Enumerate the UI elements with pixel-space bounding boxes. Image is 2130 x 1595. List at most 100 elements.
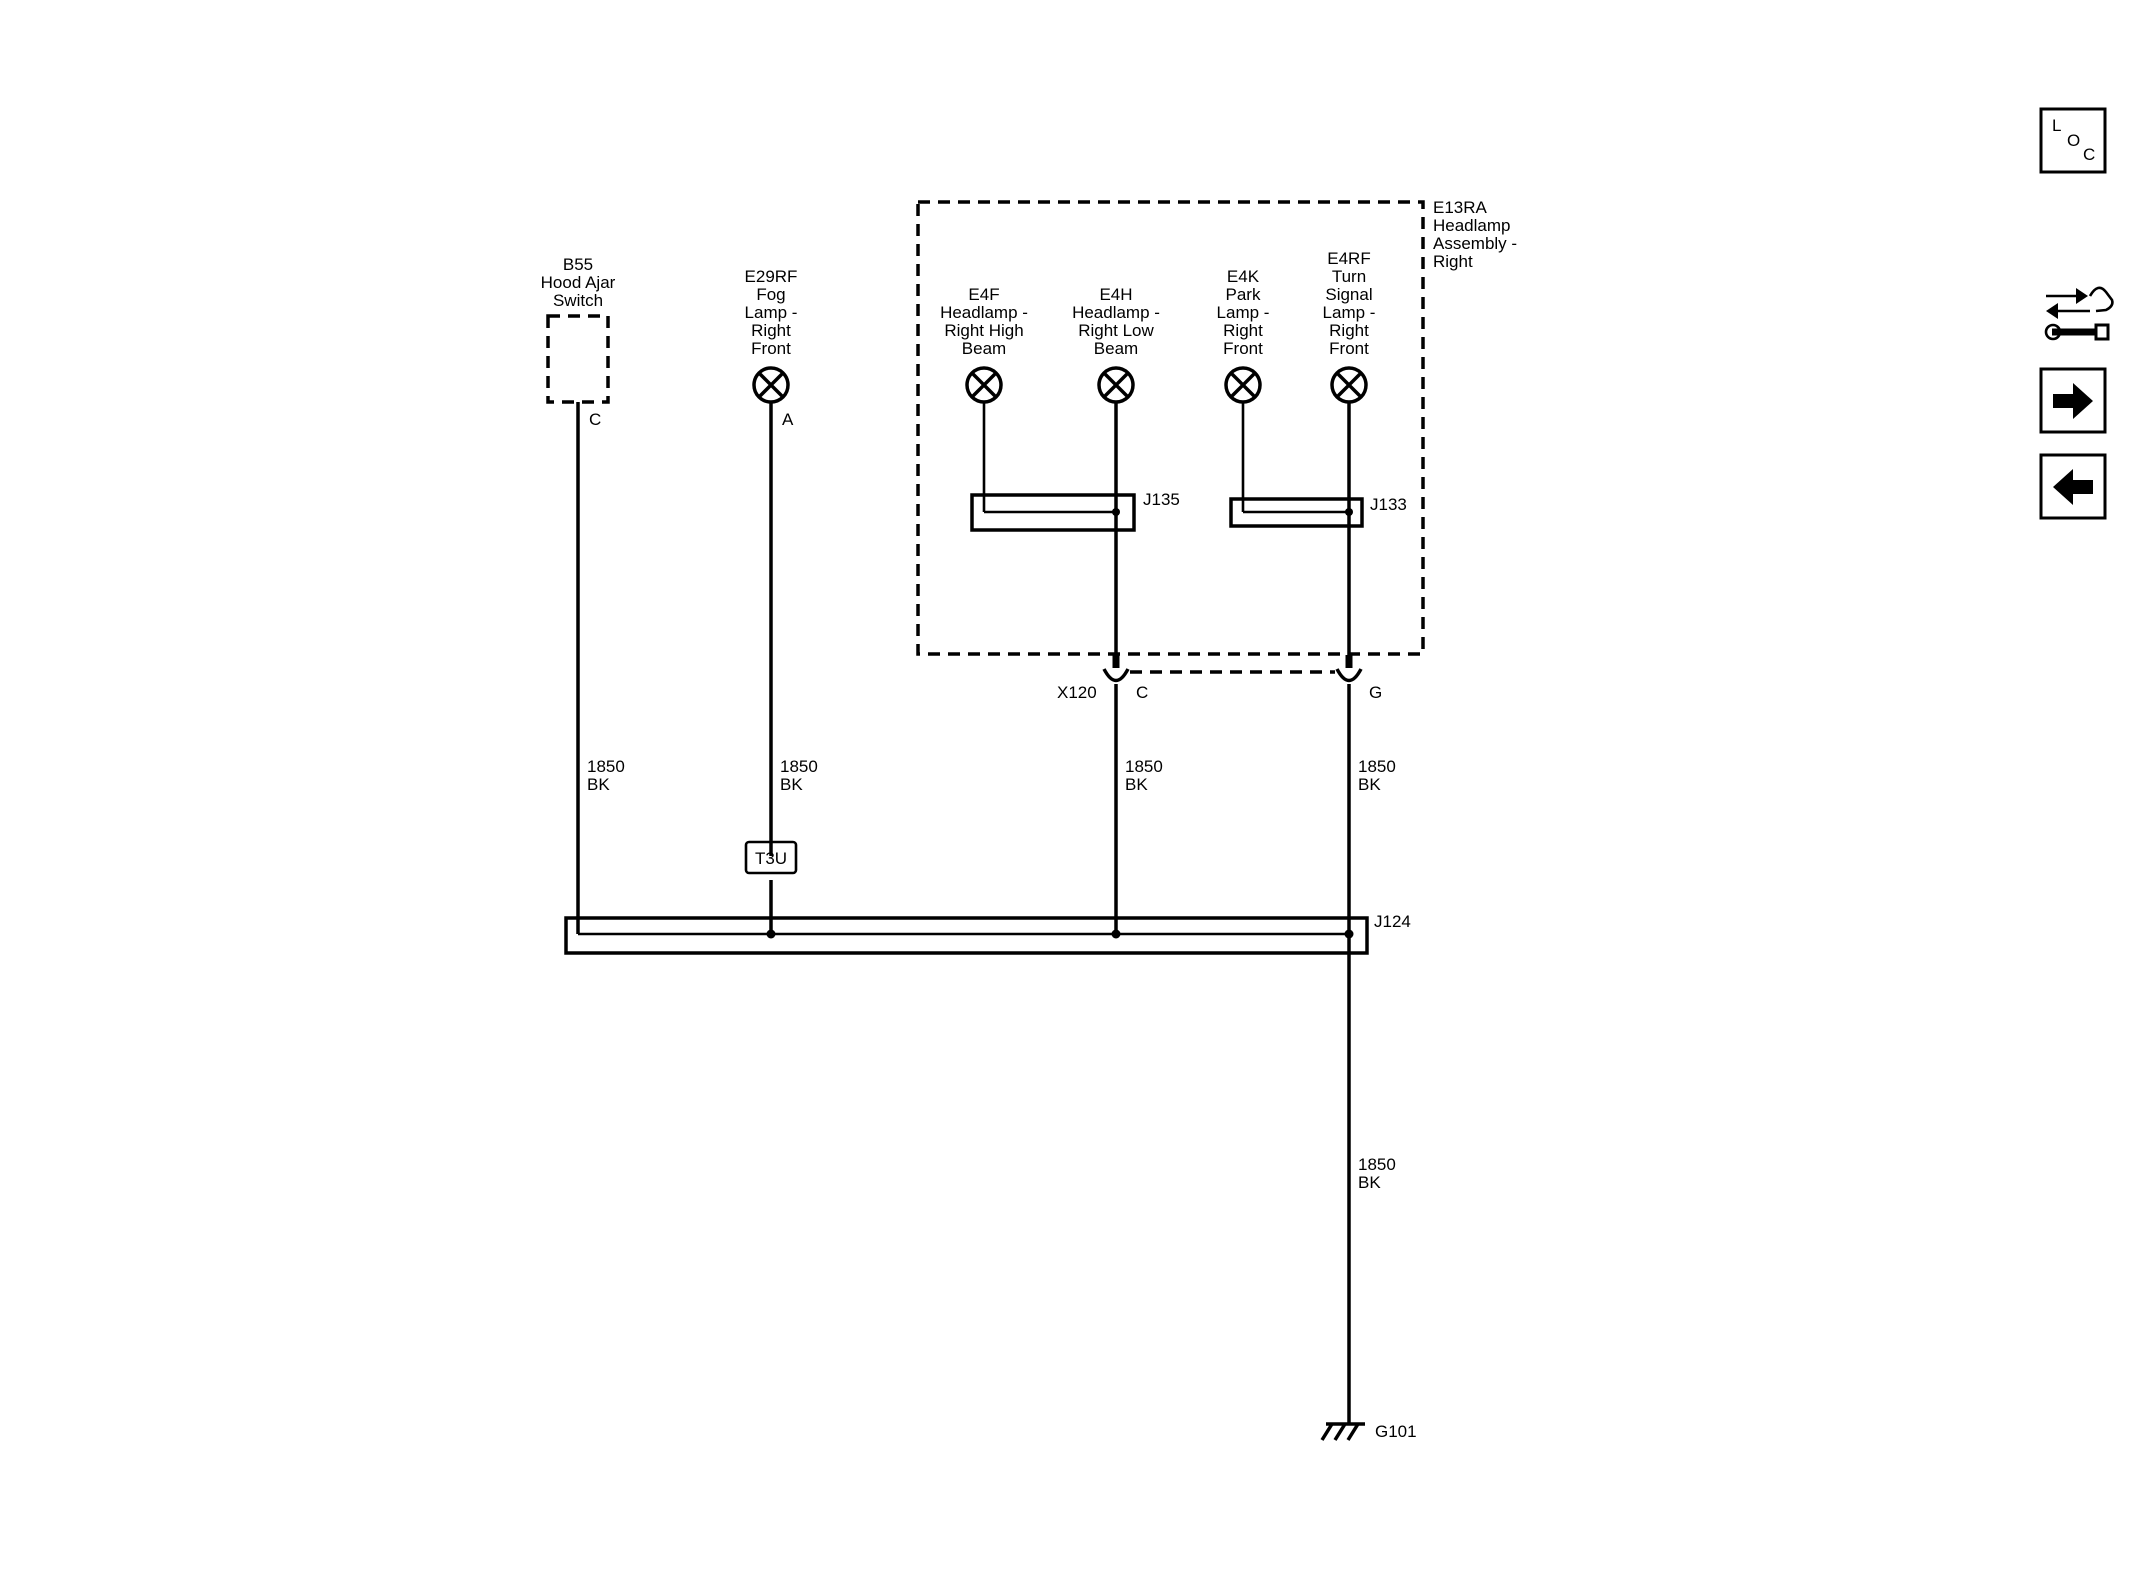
svg-text:Headlamp -: Headlamp - xyxy=(940,303,1028,322)
svg-text:Turn: Turn xyxy=(1332,267,1366,286)
e13ra-label-line: Headlamp xyxy=(1433,216,1511,235)
connector-diagnostics-button[interactable] xyxy=(2044,286,2114,341)
e4rf-label-line: Turn xyxy=(1332,267,1366,286)
svg-text:E4H: E4H xyxy=(1099,285,1132,304)
svg-text:B55: B55 xyxy=(563,255,593,274)
wire-gauge: 1850 xyxy=(1358,1155,1396,1174)
wire-gauge: 1850 xyxy=(1358,757,1396,776)
e4f-headlamp-high-beam: E4F Headlamp - Right High Beam xyxy=(940,285,1028,404)
e4k-label-line: Park xyxy=(1226,285,1261,304)
b55-label-line: Switch xyxy=(553,291,603,310)
e4f-label-line: Right High xyxy=(944,321,1023,340)
svg-text:E4RF: E4RF xyxy=(1327,249,1370,268)
svg-text:Switch: Switch xyxy=(553,291,603,310)
e29rf-label-line: Fog xyxy=(756,285,785,304)
g101-label: G101 xyxy=(1375,1422,1417,1441)
e29rf-pin-label: A xyxy=(782,410,794,429)
lamp-bulb-icon xyxy=(1224,366,1262,404)
e13ra-label-line: E13RA xyxy=(1433,198,1488,217)
loc-letter: L xyxy=(2052,116,2061,135)
loc-letter: O xyxy=(2067,131,2080,150)
e4f-label-line: Headlamp - xyxy=(940,303,1028,322)
e4k-label-line: Front xyxy=(1223,339,1263,358)
e4h-label-line: Headlamp - xyxy=(1072,303,1160,322)
wire-labels: 1850 BK 1850 BK 1850 BK 1850 BK 1850 BK xyxy=(587,757,1396,1192)
e29rf-label-line: Right xyxy=(751,321,791,340)
b55-label-line: B55 xyxy=(563,255,593,274)
svg-text:Front: Front xyxy=(751,339,791,358)
e4k-label-line: Lamp - xyxy=(1217,303,1270,322)
e4rf-label-line: Right xyxy=(1329,321,1369,340)
j135-label: J135 xyxy=(1143,490,1180,509)
svg-text:Hood Ajar: Hood Ajar xyxy=(541,273,616,292)
j124-label: J124 xyxy=(1374,912,1411,931)
e4h-label-line: Beam xyxy=(1094,339,1138,358)
b55-label-line: Hood Ajar xyxy=(541,273,616,292)
e4h-headlamp-low-beam: E4H Headlamp - Right Low Beam xyxy=(1072,285,1160,404)
e4rf-label-line: Signal xyxy=(1325,285,1372,304)
lamp-bulb-icon xyxy=(965,366,1003,404)
loc-icon: L O C xyxy=(2052,116,2095,164)
e4h-label-line: E4H xyxy=(1099,285,1132,304)
wire-gauge: 1850 xyxy=(587,757,625,776)
wire-color: BK xyxy=(587,775,610,794)
previous-page-button[interactable] xyxy=(2039,453,2107,520)
j133-label: J133 xyxy=(1370,495,1407,514)
svg-text:E29RF: E29RF xyxy=(745,267,798,286)
lamp-bulb-icon xyxy=(752,366,790,404)
svg-text:Right: Right xyxy=(751,321,791,340)
e29rf-label-line: E29RF xyxy=(745,267,798,286)
svg-text:Lamp -: Lamp - xyxy=(1217,303,1270,322)
svg-text:Right: Right xyxy=(1223,321,1263,340)
lamp-bulb-icon xyxy=(1330,366,1368,404)
svg-text:Right: Right xyxy=(1433,252,1473,271)
svg-text:Right: Right xyxy=(1329,321,1369,340)
e13ra-headlamp-assembly: E13RA Headlamp Assembly - Right xyxy=(916,198,1517,656)
next-page-button[interactable] xyxy=(2039,367,2107,434)
arrow-left-icon xyxy=(2053,469,2093,505)
wire-gauge: 1850 xyxy=(780,757,818,776)
loc-letter: C xyxy=(2083,145,2095,164)
e4k-park-lamp: E4K Park Lamp - Right Front xyxy=(1217,267,1270,404)
arrow-right-icon xyxy=(2053,383,2093,419)
svg-text:Beam: Beam xyxy=(1094,339,1138,358)
wires xyxy=(576,402,1351,1424)
splice-j135: J135 xyxy=(970,402,1180,532)
b55-pin-label: C xyxy=(589,410,601,429)
wire-color: BK xyxy=(1358,1173,1381,1192)
svg-text:Lamp -: Lamp - xyxy=(745,303,798,322)
t3u-tag: T3U xyxy=(744,840,798,875)
b55-hood-ajar-switch: B55 Hood Ajar Switch C xyxy=(541,255,616,429)
svg-text:Headlamp -: Headlamp - xyxy=(1072,303,1160,322)
svg-text:Front: Front xyxy=(1329,339,1369,358)
connector-wrench-icon xyxy=(2044,286,2114,341)
e4k-label-line: E4K xyxy=(1227,267,1260,286)
splice-j133: J133 xyxy=(1229,402,1407,528)
t3u-label: T3U xyxy=(755,849,787,868)
wire-color: BK xyxy=(780,775,803,794)
svg-text:Right Low: Right Low xyxy=(1078,321,1154,340)
x120-label: X120 xyxy=(1057,683,1097,702)
svg-text:E13RA: E13RA xyxy=(1433,198,1488,217)
loc-button[interactable]: L O C xyxy=(2039,107,2107,174)
wire-color: BK xyxy=(1125,775,1148,794)
svg-text:E4F: E4F xyxy=(968,285,999,304)
e4h-label-line: Right Low xyxy=(1078,321,1154,340)
e29rf-fog-lamp: E29RF Fog Lamp - Right Front A xyxy=(745,267,798,429)
svg-text:Assembly -: Assembly - xyxy=(1433,234,1517,253)
e4rf-label-line: Lamp - xyxy=(1323,303,1376,322)
wire-gauge: 1850 xyxy=(1125,757,1163,776)
svg-text:Fog: Fog xyxy=(756,285,785,304)
e29rf-label-line: Front xyxy=(751,339,791,358)
svg-text:Park: Park xyxy=(1226,285,1261,304)
e4rf-turn-signal-lamp: E4RF Turn Signal Lamp - Right Front xyxy=(1323,249,1376,404)
e4k-label-line: Right xyxy=(1223,321,1263,340)
svg-text:Front: Front xyxy=(1223,339,1263,358)
e4rf-label-line: E4RF xyxy=(1327,249,1370,268)
svg-text:E4K: E4K xyxy=(1227,267,1260,286)
svg-text:Lamp -: Lamp - xyxy=(1323,303,1376,322)
wire-color: BK xyxy=(1358,775,1381,794)
ground-g101: G101 xyxy=(1320,1422,1417,1441)
e4f-label-line: E4F xyxy=(968,285,999,304)
